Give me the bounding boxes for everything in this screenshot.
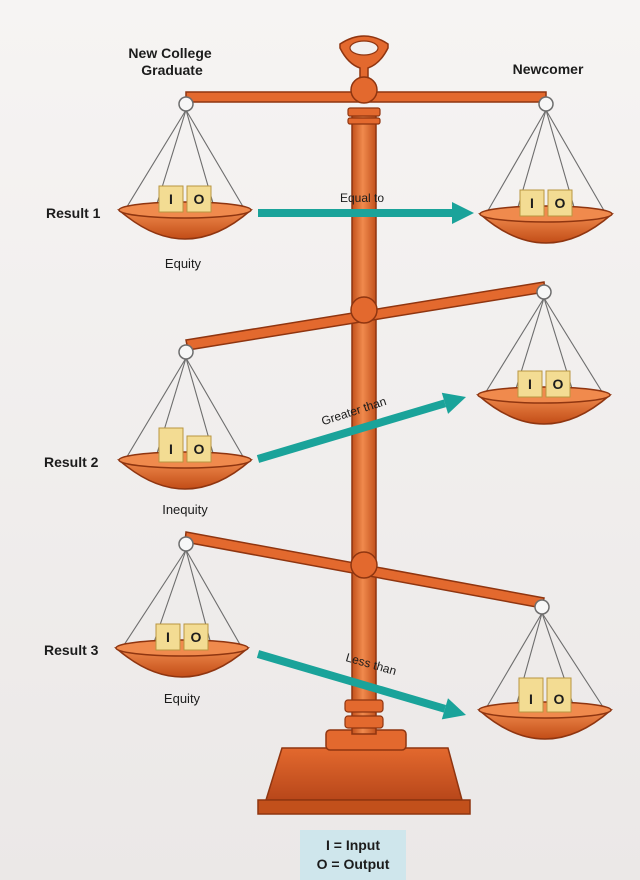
result-2-left-pan-rim — [118, 451, 252, 469]
result-1-right-hook-ring — [538, 96, 554, 112]
result-1-outcome: Equity — [165, 256, 202, 271]
result-1-left-string — [124, 109, 187, 211]
result-1-right-pan-rim — [479, 205, 613, 223]
right-column-title: Newcomer — [513, 61, 584, 77]
result-2-right-pan-rim — [477, 386, 611, 404]
result-2-right-input-block-letter: I — [528, 376, 532, 392]
result-3-right-string — [484, 612, 543, 711]
result-3-left-pan-rim — [115, 639, 249, 657]
left-column-title: New College Graduate — [128, 45, 215, 78]
result-1-left-pan-rim — [118, 201, 252, 219]
result-3-left-hook-ring — [178, 536, 194, 552]
result-2-left-string — [124, 357, 187, 461]
result-3-left-string — [121, 549, 187, 649]
result-1-left-hook-ring — [178, 96, 194, 112]
result-2-right-string — [543, 297, 605, 396]
result-1-comparison: Equal to — [340, 191, 384, 205]
result-2-outcome: Inequity — [162, 502, 208, 517]
result-2-arrow-head — [441, 392, 466, 414]
result-3-left-input-block-letter: I — [166, 629, 170, 645]
result-1-right-input-block — [519, 189, 545, 217]
result-2-right-hook-ring — [536, 284, 552, 300]
result-2-left-input-block-letter: I — [169, 441, 173, 457]
result-1-arrow-head — [452, 202, 474, 224]
result-1-left-output-block — [186, 185, 212, 213]
result-2-left-output-block — [186, 435, 212, 463]
result-1-left-string — [185, 109, 246, 211]
result-1-left-output-block-letter: O — [194, 191, 205, 207]
result-2-left-string — [185, 357, 246, 461]
result-1-right-input-block-letter: I — [530, 195, 534, 211]
result-1-left-input-block-letter: I — [169, 191, 173, 207]
result-3-right-output-block — [546, 677, 572, 713]
result-2-left-output-block-letter: O — [194, 441, 205, 457]
result-3-label: Result 3 — [44, 642, 99, 658]
result-2-left-hook-ring — [178, 344, 194, 360]
result-3-left-string — [185, 549, 243, 649]
result-1-right-output-block — [547, 189, 573, 217]
scale-handle — [339, 35, 389, 87]
result-1-label: Result 1 — [46, 205, 101, 221]
result-3-right-input-block-letter: I — [529, 691, 533, 707]
result-2-right-output-block — [545, 370, 571, 398]
result-1-right-output-block-letter: O — [555, 195, 566, 211]
result-3-arrow-shaft — [256, 650, 447, 713]
result-1-right-string — [485, 109, 547, 215]
result-2-left-input-block — [158, 427, 184, 463]
result-1-right-string — [545, 109, 607, 215]
scale-base — [257, 729, 471, 815]
result-3-right-string — [541, 612, 606, 711]
result-3-right-hook-ring — [534, 599, 550, 615]
result-3-arrow-head — [441, 698, 466, 720]
result-3-right-output-block-letter: O — [554, 691, 565, 707]
beam-1 — [185, 76, 547, 104]
result-3-left-output-block-letter: O — [191, 629, 202, 645]
result-3-left-output-block — [183, 623, 209, 651]
legend-output: O = Output — [316, 856, 390, 872]
result-2-right-output-block-letter: O — [553, 376, 564, 392]
result-1-left-input-block — [158, 185, 184, 213]
result-2-label: Result 2 — [44, 454, 99, 470]
result-3-left-input-block — [155, 623, 181, 651]
result-2-right-string — [483, 297, 545, 396]
legend-input: I = Input — [325, 837, 381, 853]
legend-box: I = Input O = Output — [300, 830, 406, 880]
result-3-outcome: Equity — [164, 691, 201, 706]
result-2-right-input-block — [517, 370, 543, 398]
result-2-arrow-shaft — [256, 399, 447, 463]
result-3-right-input-block — [518, 677, 544, 713]
result-3-right-pan-rim — [478, 701, 612, 719]
